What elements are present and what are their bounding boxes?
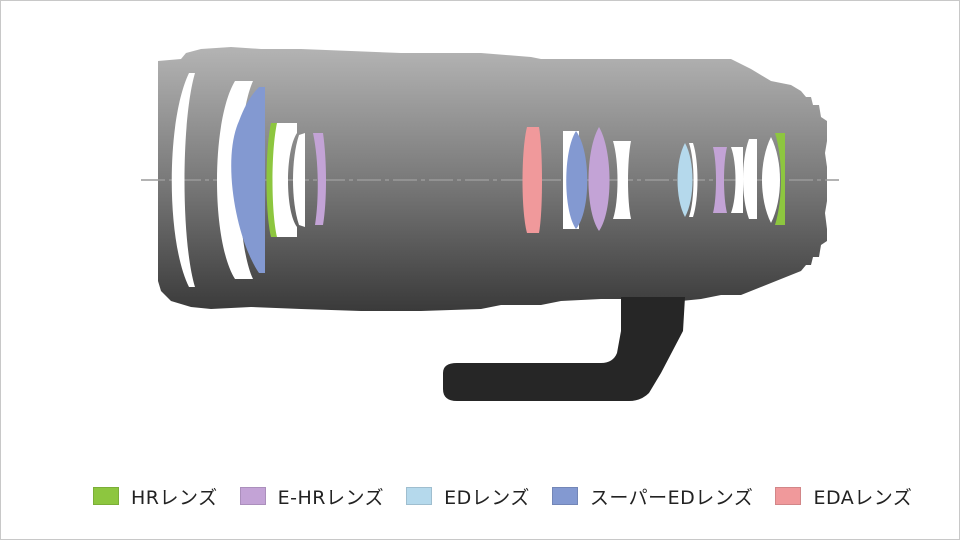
lens-element-3-super-ed <box>231 87 265 273</box>
legend-item-eda: EDAレンズ <box>775 483 912 510</box>
legend-label-hr: HRレンズ <box>131 486 218 509</box>
lens-element-17 <box>743 139 757 219</box>
lens-barrel <box>158 47 827 311</box>
lens-element-18 <box>762 137 780 223</box>
legend-swatch-eda <box>775 487 802 505</box>
legend-swatch-e-hr <box>239 487 266 505</box>
lens-element-5 <box>272 123 297 237</box>
legend-swatch-super-ed <box>551 487 578 505</box>
legend: HRレンズ E-HRレンズ EDレンズ スーパーEDレンズ EDAレンズ <box>93 481 934 511</box>
lens-element-8-eda <box>522 127 542 233</box>
lens-element-6 <box>293 133 305 227</box>
legend-item-e-hr: E-HRレンズ <box>239 483 385 510</box>
lens-element-13-ed <box>677 143 693 217</box>
lens-element-11-e-hr <box>588 127 610 231</box>
legend-label-super-ed: スーパーEDレンズ <box>589 486 754 509</box>
lens-element-16 <box>731 147 743 213</box>
lens-element-14 <box>689 143 698 217</box>
lens-element-10-super-ed <box>566 131 588 229</box>
tripod-foot <box>443 297 685 401</box>
lens-element-1 <box>171 73 195 287</box>
lens-element-12 <box>613 141 631 219</box>
lens-element-7-e-hr <box>313 133 326 225</box>
legend-swatch-ed <box>406 487 433 505</box>
legend-item-super-ed: スーパーEDレンズ <box>551 483 754 510</box>
lens-element-19-hr <box>775 133 785 225</box>
legend-item-hr: HRレンズ <box>93 483 218 510</box>
legend-label-eda: EDAレンズ <box>813 486 913 509</box>
legend-label-e-hr: E-HRレンズ <box>277 486 385 509</box>
legend-item-ed: EDレンズ <box>406 483 530 510</box>
legend-swatch-hr <box>93 487 119 505</box>
lens-element-15-e-hr <box>713 147 727 213</box>
legend-label-ed: EDレンズ <box>444 486 530 509</box>
